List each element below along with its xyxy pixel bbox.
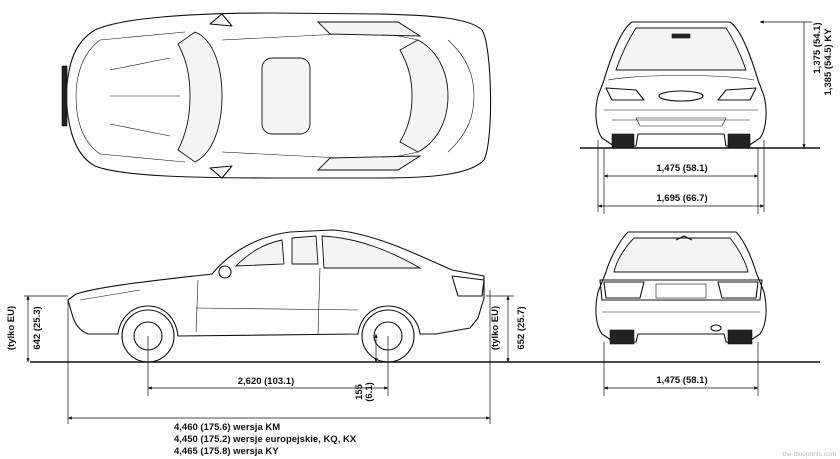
ground-clearance-inch: (6.1) — [364, 382, 375, 402]
front-view — [595, 21, 767, 149]
front-height-note: (tylko EU) — [6, 306, 17, 350]
watermark: the-blueprints.com — [783, 451, 836, 458]
rear-view — [595, 231, 767, 345]
length-label-km: 4,460 (175.6) wersja KM — [174, 422, 280, 433]
rear-height-value: 652 (25.7) — [516, 306, 527, 349]
height-label-1: 1,375 (54.1) — [812, 22, 823, 73]
side-view — [67, 229, 485, 363]
length-label-eu: 4,450 (175.2) wersje europejskie, KQ, KX — [174, 434, 357, 445]
dimension-lines — [24, 22, 812, 424]
rear-height-note: (tylko EU) — [490, 306, 501, 350]
height-label-2: 1,385 (54.5) KY — [823, 28, 834, 96]
wheelbase-label: 2,620 (103.1) — [238, 376, 295, 387]
rear-track-label: 1,475 (58.1) — [656, 375, 707, 386]
front-height-value: 642 (25.3) — [32, 306, 43, 349]
width-label: 1,695 (66.7) — [656, 193, 707, 204]
length-label-ky: 4,465 (175.8) wersja KY — [174, 446, 279, 457]
front-track-label: 1,475 (58.1) — [656, 163, 707, 174]
ground-clearance-value: 155 — [354, 383, 365, 400]
top-view — [61, 12, 492, 179]
